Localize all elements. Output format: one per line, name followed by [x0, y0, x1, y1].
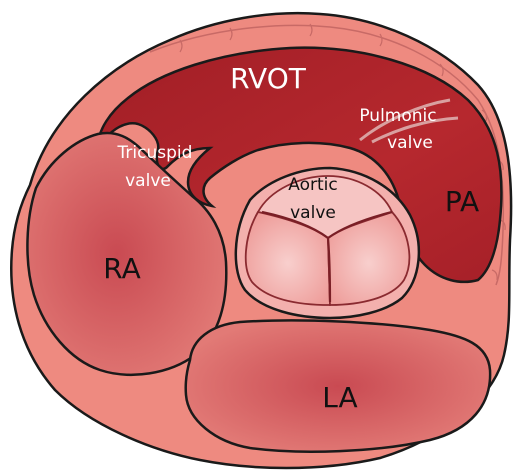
la-label: LA: [322, 381, 357, 414]
pa-label: PA: [445, 185, 479, 218]
ra-label: RA: [103, 252, 140, 285]
pulmonic-valve-label-line1: Pulmonic: [359, 106, 436, 126]
tricuspid-valve-label-line2: valve: [125, 171, 171, 191]
aortic-valve-label-line1: Aortic: [288, 175, 337, 195]
tricuspid-valve-label-line1: Tricuspid: [117, 143, 193, 163]
pulmonic-valve-label-line2: valve: [387, 133, 433, 153]
aortic-valve-label-line2: valve: [290, 203, 336, 223]
rvot-label: RVOT: [230, 62, 307, 95]
